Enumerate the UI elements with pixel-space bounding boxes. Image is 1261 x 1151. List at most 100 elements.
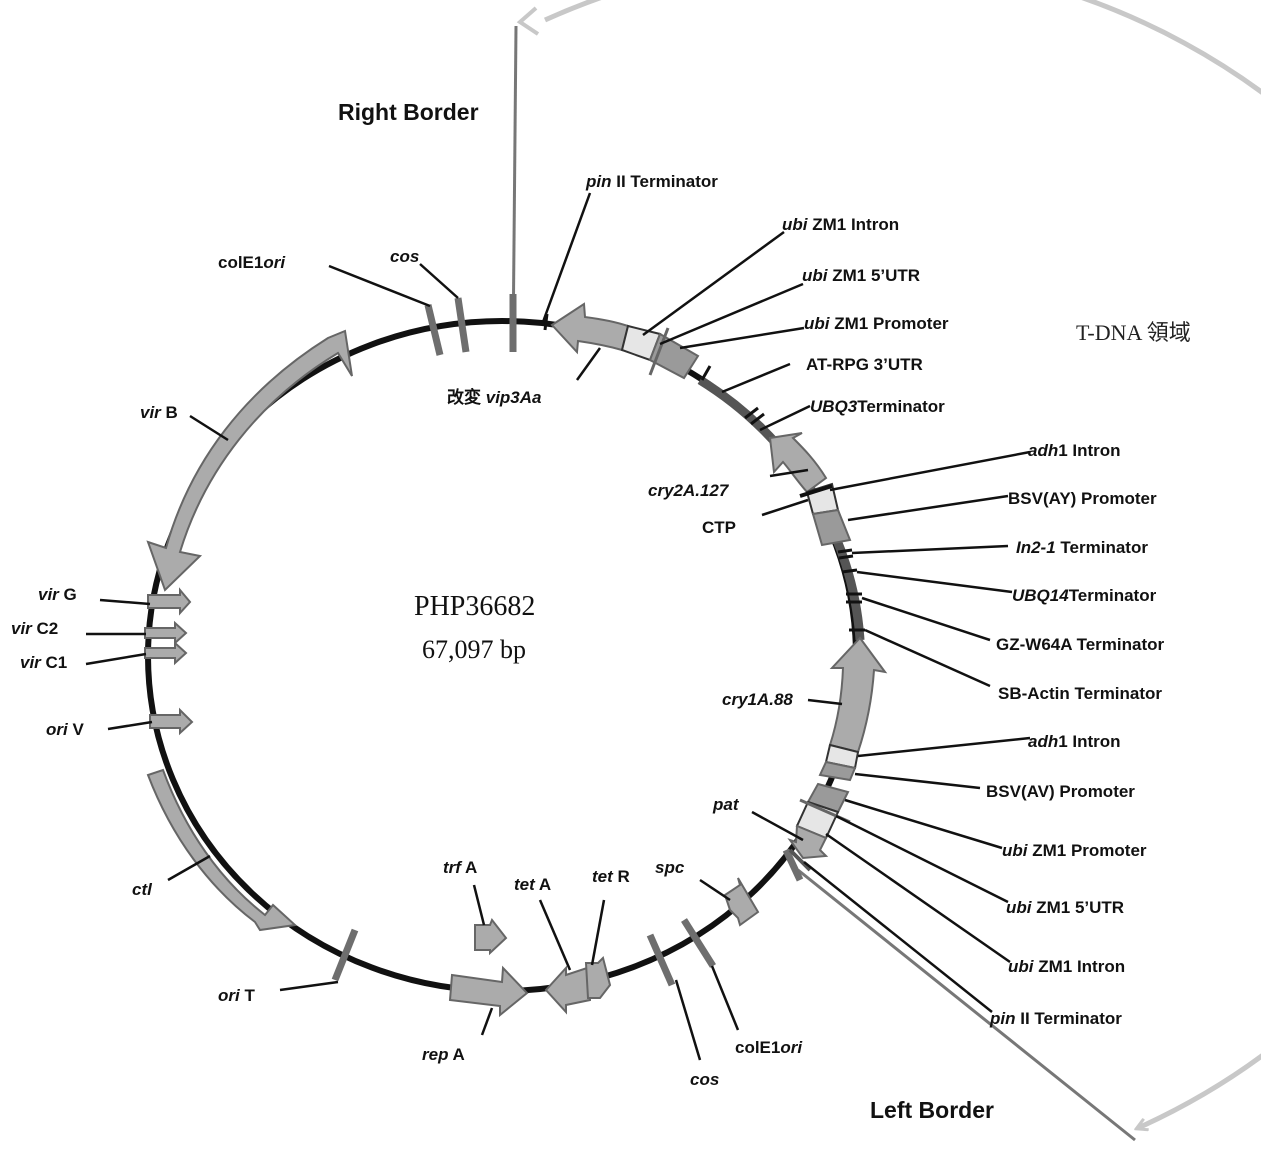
label-rest: C1: [41, 653, 67, 672]
label-pre: colE1: [735, 1038, 780, 1057]
label-pat: pat: [712, 795, 740, 814]
lead-ctl: [167, 854, 211, 882]
spc-arrow: [723, 877, 760, 927]
left-border-label: Left Border: [870, 1097, 994, 1123]
label-cos-bot: cos: [690, 1070, 719, 1089]
lead-repA: [480, 1007, 494, 1036]
lead-bsv-ay: [847, 494, 1009, 522]
lead-in21: [851, 544, 1009, 555]
label-rest: C2: [32, 619, 58, 638]
cry2a-arrow: [768, 432, 828, 494]
lead-virB: [189, 414, 229, 442]
label-pre: 改変: [447, 387, 486, 407]
label-italic: cry2A.127: [648, 481, 730, 500]
label-rest: II Terminator: [612, 172, 719, 191]
label-rest: B: [161, 403, 178, 422]
label-italic: cry1A.88: [722, 690, 793, 709]
label-rest: ZM1 Intron: [808, 215, 900, 234]
bsv-av-box: [818, 760, 857, 782]
plasmid-name: PHP36682: [414, 591, 535, 622]
label-ubi-utr-top: ubi ZM1 5’UTR: [802, 266, 920, 285]
label-ubi-prom-top: ubi ZM1 Promoter: [804, 314, 949, 333]
label-rest: Terminator: [1056, 538, 1149, 557]
label-ctl: ctl: [132, 880, 153, 899]
lead-ubi-prom-top: [679, 326, 805, 350]
lead-virG: [99, 598, 151, 606]
label-rest: ZM1 5’UTR: [1032, 898, 1125, 917]
cos-bot-tick: [646, 933, 676, 987]
lead-bsv-av: [854, 772, 981, 790]
label-italic: tet: [514, 875, 536, 894]
cole1-top-tick: [424, 304, 444, 356]
label-italic: ori: [218, 986, 241, 1005]
lead-oriV: [107, 720, 153, 731]
adh1-top-tick: [799, 484, 833, 498]
lead-ubi-intron-top: [642, 230, 785, 337]
label-italic: spc: [655, 858, 685, 877]
virG-arrow: [147, 587, 192, 616]
label-italic: ubi: [782, 215, 809, 234]
label-rest: BSV(AY) Promoter: [1008, 489, 1157, 508]
label-rest: ZM1 Intron: [1034, 957, 1126, 976]
label-italic: ori: [46, 720, 69, 739]
lead-sbactin: [864, 628, 991, 688]
lead-gzw64a: [861, 596, 991, 642]
label-repA: rep A: [422, 1045, 465, 1064]
bsv-ay-box: [811, 508, 852, 547]
tdna-region-label: T-DNA 領域: [1076, 320, 1191, 345]
label-virB: vir B: [140, 403, 178, 422]
label-ubi-utr-bot: ubi ZM1 5’UTR: [1006, 898, 1124, 917]
label-italic: vir: [11, 619, 33, 638]
ctl-arrow: [146, 768, 298, 932]
label-oriT: ori T: [218, 986, 255, 1005]
cos-top-tick: [454, 297, 470, 353]
label-italic: ubi: [802, 266, 829, 285]
label-cole1-top: colE1ori: [218, 253, 286, 272]
label-ctp: CTP: [702, 518, 736, 537]
label-pinII-bot: pin II Terminator: [989, 1009, 1122, 1028]
label-ubq14: UBQ14Terminator: [1012, 586, 1157, 605]
label-italic: ubi: [1006, 898, 1033, 917]
cry1a-arrow: [828, 636, 888, 754]
label-rest: 1 Intron: [1058, 441, 1120, 460]
oriV-arrow: [149, 707, 194, 736]
tetR-arrow: [584, 956, 612, 999]
lead-trfA: [472, 884, 486, 926]
repA-arrow: [448, 965, 529, 1018]
tetA-arrow: [544, 965, 591, 1015]
cole1-bot-tick: [681, 918, 716, 968]
label-italic: cos: [690, 1070, 719, 1089]
label-adh1-bot: adh1 Intron: [1028, 732, 1121, 751]
pat-arrow: [787, 824, 829, 860]
label-trfA: trf A: [443, 858, 477, 877]
label-italic: ubi: [1008, 957, 1035, 976]
lead-pinII-bot: [803, 861, 993, 1013]
label-italic: UBQ3: [810, 397, 858, 416]
pinII-top-tick: [543, 313, 549, 331]
pinII-bot-tick-a: [788, 848, 812, 872]
label-adh1-top: adh1 Intron: [1028, 441, 1121, 460]
label-bsv-ay: BSV(AY) Promoter: [1008, 489, 1157, 508]
plasmid-size: 67,097 bp: [422, 635, 526, 664]
lead-cry1a: [807, 698, 843, 706]
label-pre: colE1: [218, 253, 263, 272]
lead-ubq14: [856, 570, 1013, 594]
label-italic: ubi: [804, 314, 831, 333]
label-in21: In2-1 Terminator: [1016, 538, 1148, 557]
lead-cos-top: [419, 263, 459, 299]
label-rest: ZM1 Promoter: [1028, 841, 1147, 860]
label-gzw64a: GZ-W64A Terminator: [996, 635, 1165, 654]
label-spc: spc: [655, 858, 685, 877]
label-italic: ctl: [132, 880, 153, 899]
label-pinII-top: pin II Terminator: [585, 172, 718, 191]
label-italic: vir: [38, 585, 60, 604]
oriT-tick: [331, 928, 359, 982]
lead-pat: [751, 810, 804, 842]
label-vip3a: 改変 vip3Aa: [447, 387, 541, 407]
label-virG: vir G: [38, 585, 77, 604]
lead-ubi-intron-bot: [825, 832, 1011, 964]
label-italic: vir: [140, 403, 162, 422]
lead-virC1: [85, 652, 147, 666]
label-rest: 1 Intron: [1058, 732, 1120, 751]
